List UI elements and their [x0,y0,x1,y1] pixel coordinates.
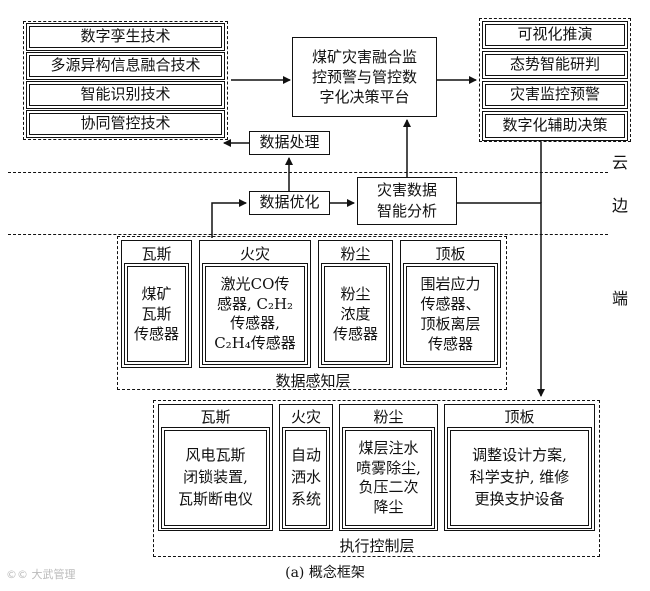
perception-roof-line: 顶板离层 [420,315,481,333]
app-visual-deduction: 可视化推演 [482,21,628,49]
layer-label-edge: 边 [612,196,629,215]
perception-roof-group [400,240,501,368]
perception-roof-title: 顶板 [435,245,466,263]
execution-layer-title: 执行控制层 [339,537,415,555]
figure-caption: (a) 概念框架 [285,565,365,581]
execution-gas-line: 闭锁装置, [183,468,248,487]
platform-line-1: 煤矿灾害融合监 [311,47,417,66]
execution-roof-line: 调整设计方案, [472,446,567,465]
tech-digital-twin: 数字孪生技术 [26,23,225,51]
execution-gas-line: 瓦斯断电仪 [177,489,253,508]
perception-gas-content: 煤矿 瓦斯 传感器 [124,263,189,365]
execution-fire-group [279,404,333,531]
perception-dust-group [318,240,393,368]
execution-roof-title: 顶板 [504,408,535,426]
execution-dust-line: 喷雾除尘, [356,458,421,477]
perception-gas-line: 煤矿 [141,284,172,303]
perception-dust-title: 粉尘 [340,245,371,263]
perception-roof-line: 传感器 [427,335,473,354]
disaster-analysis-box: 灾害数据 智能分析 [357,177,457,225]
perception-layer [117,236,507,390]
perception-dust-content: 粉尘 浓度 传感器 [321,263,390,365]
execution-roof-line: 更换支护设备 [474,489,565,508]
perception-dust-line: 传感器 [332,325,378,344]
execution-gas-group [158,404,273,531]
execution-fire-line: 洒水 [290,468,321,487]
execution-dust-line: 负压二次 [358,478,419,496]
execution-dust-line: 煤层注水 [358,439,419,457]
perception-gas-line: 传感器 [133,325,179,344]
execution-gas-line: 风电瓦斯 [185,446,246,465]
execution-roof-line: 科学支护, 维修 [469,468,570,487]
perception-roof-content: 围岩应力 传感器、 顶板离层 传感器 [403,263,498,365]
execution-gas-title: 瓦斯 [200,408,231,426]
layer-label-end: 端 [612,289,629,308]
app-situation-analysis: 态势智能研判 [482,51,628,79]
perception-layer-title: 数据感知层 [275,372,351,390]
disaster-analysis-line-2: 智能分析 [376,202,437,220]
layer-label-cloud: 云 [612,153,629,172]
execution-fire-content: 自动 洒水 系统 [282,427,330,529]
tech-multisource-fusion: 多源异构信息融合技术 [26,52,225,80]
perception-roof-line: 围岩应力 [420,274,481,293]
execution-roof-content: 调整设计方案, 科学支护, 维修 更换支护设备 [447,427,592,529]
perception-fire-line: C₂H₄传感器 [214,333,296,352]
app-disaster-warning: 灾害监控预警 [482,81,628,109]
app-digital-decision: 数字化辅助决策 [482,111,628,141]
execution-fire-line: 系统 [290,489,321,508]
perception-gas-line: 瓦斯 [141,304,172,323]
edge-end-divider [8,234,608,235]
cloud-edge-divider [8,172,608,173]
arrow-analysis-to-execution [457,202,545,397]
tech-intelligent-recognition: 智能识别技术 [26,81,225,109]
cloud-tech-group [23,21,228,140]
perception-dust-line: 粉尘 [340,284,371,303]
perception-fire-content: 激光CO传 感器, C₂H₂ 传感器, C₂H₄传感器 [202,263,308,365]
platform-line-2: 控预警与管控数 [311,67,417,86]
execution-roof-group [444,404,595,531]
execution-dust-title: 粉尘 [373,408,404,426]
perception-fire-group [199,240,311,368]
execution-dust-content: 煤层注水 喷雾除尘, 负压二次 降尘 [342,427,435,529]
platform-line-3: 字化决策平台 [319,88,410,107]
decision-platform: 煤矿灾害融合监 控预警与管控数 字化决策平台 [292,37,437,117]
execution-fire-title: 火灾 [290,408,321,426]
perception-gas-title: 瓦斯 [141,245,172,263]
execution-layer [153,400,600,557]
arrow-perception-to-optimize [211,199,247,238]
execution-fire-line: 自动 [290,446,321,465]
perception-gas-group [121,240,192,368]
watermark-logo: ©© 大武管理 [6,568,76,581]
execution-dust-group [339,404,438,531]
execution-gas-content: 风电瓦斯 闭锁装置, 瓦斯断电仪 [161,427,270,529]
data-processing-box: 数据处理 [249,131,330,155]
perception-fire-title: 火灾 [239,245,270,263]
execution-dust-line: 降尘 [373,497,404,516]
perception-fire-line: 感器, C₂H₂ [216,294,294,313]
perception-fire-line: 传感器, [230,314,280,332]
data-optimize-box: 数据优化 [249,191,330,215]
tech-collaborative-control: 协同管控技术 [26,110,225,138]
perception-roof-line: 传感器、 [420,294,481,313]
disaster-analysis-line-1: 灾害数据 [376,181,437,199]
perception-dust-line: 浓度 [340,304,371,323]
cloud-application-group [479,18,631,142]
perception-fire-line: 激光CO传 [220,275,290,293]
